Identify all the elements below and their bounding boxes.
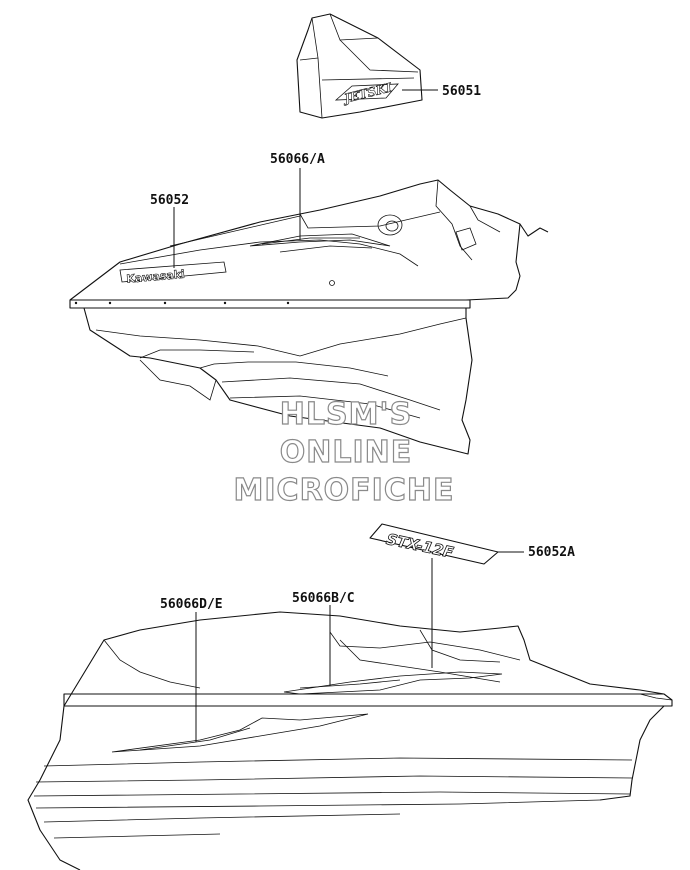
- callout-56066-de: 56066D/E: [160, 597, 223, 612]
- stripe-decal-bc: [283, 671, 503, 695]
- jetski-decal-text: JETSKI: [341, 80, 394, 106]
- stripe-decal-a: [249, 233, 391, 253]
- kawasaki-decal: Kawasaki: [119, 261, 227, 286]
- watermark: HLSM'S ONLINE MICROFICHE: [233, 396, 455, 508]
- kawasaki-decal-text: Kawasaki: [126, 268, 186, 286]
- hull-side-part: Kawasaki: [69, 179, 549, 455]
- rear-cowl-part: JETSKI: [296, 13, 423, 119]
- gunwale-rivets: [74, 301, 290, 305]
- callout-56052a: 56052A: [528, 545, 575, 560]
- callout-56066-bc: 56066B/C: [292, 591, 355, 606]
- watermark-line-2: ONLINE: [280, 435, 413, 470]
- callout-56052: 56052: [150, 193, 189, 208]
- stx-decal-text: STX-12F: [385, 530, 456, 562]
- callout-56066-a: 56066/A: [270, 152, 325, 167]
- watermark-line-1: HLSM'S: [280, 397, 412, 432]
- jetski-decal: JETSKI: [334, 80, 399, 106]
- stx-decal-part: STX-12F: [369, 523, 499, 565]
- lower-hull-part: [27, 611, 673, 870]
- callout-56051: 56051: [442, 84, 481, 99]
- watermark-line-3: MICROFICHE: [234, 473, 455, 508]
- stripe-decal-de: [111, 713, 369, 753]
